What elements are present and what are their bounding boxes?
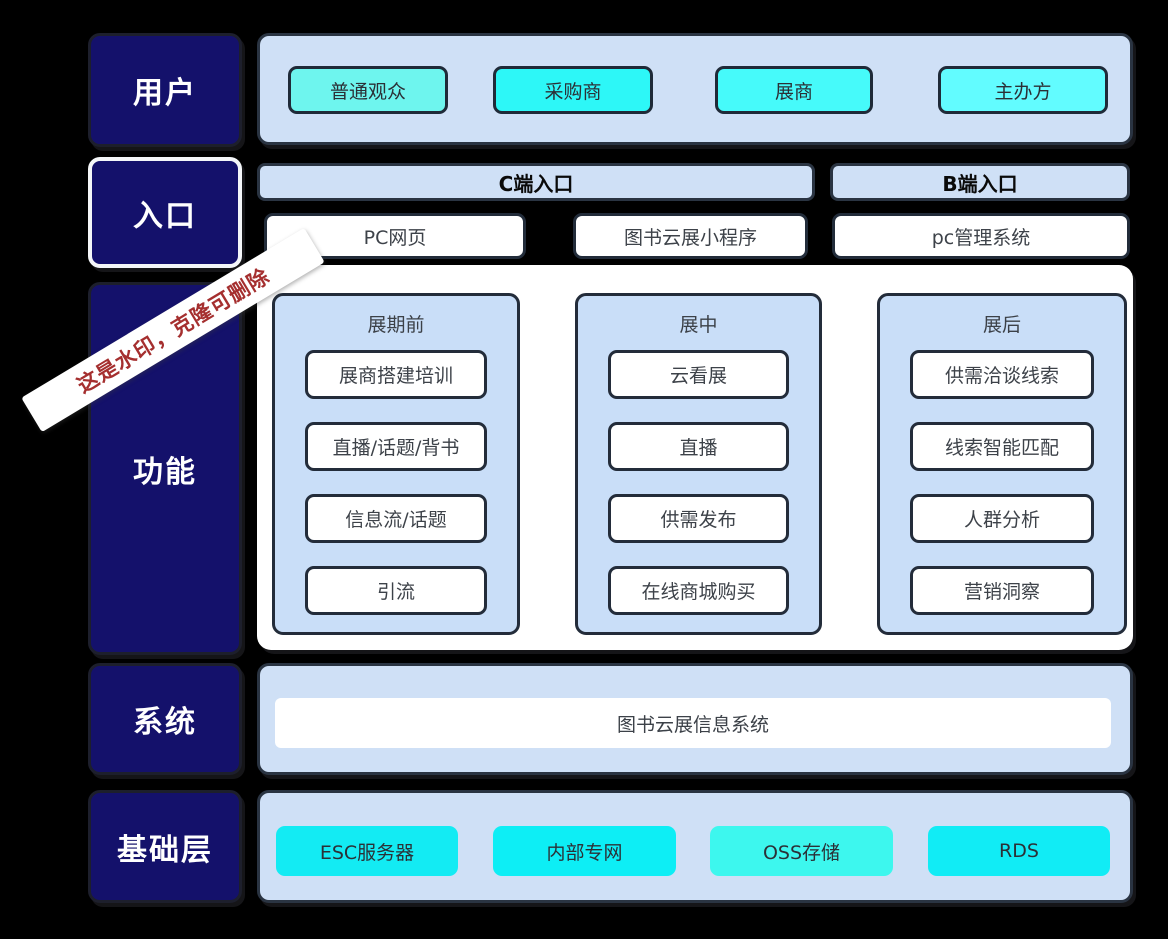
rail-label-entry: 入口	[133, 198, 197, 234]
feature-item: 云看展	[608, 350, 789, 399]
entry-c-header: C端入口	[257, 163, 815, 201]
feature-item: 线索智能匹配	[910, 422, 1094, 471]
feature-item: 供需发布	[608, 494, 789, 543]
user-type-label: 普通观众	[329, 80, 406, 103]
feature-item: 供需洽谈线索	[910, 350, 1094, 399]
rail-label-system: 系统	[133, 705, 197, 740]
entry-box-label: pc管理系统	[931, 226, 1031, 249]
infra-box-private-network: 内部专网	[493, 826, 676, 876]
user-type-box-audience: 普通观众	[288, 66, 448, 114]
feature-item: 引流	[305, 566, 487, 615]
feature-column-title: 展期前	[367, 314, 425, 336]
rail-block-base: 基础层	[88, 790, 242, 903]
user-type-box-exhibitor: 展商	[715, 66, 873, 114]
feature-item: 直播/话题/背书	[305, 422, 487, 471]
infra-box-rds: RDS	[928, 826, 1110, 876]
users-panel: 普通观众 采购商 展商 主办方	[257, 33, 1133, 145]
entry-box-label: PC网页	[363, 226, 427, 249]
feature-column-title: 展中	[679, 314, 718, 336]
user-type-box-organizer: 主办方	[938, 66, 1108, 114]
feature-column-title: 展后	[982, 314, 1021, 336]
entry-box-pc-admin: pc管理系统	[832, 213, 1130, 259]
base-layer-panel: ESC服务器 内部专网 OSS存储 RDS	[257, 790, 1133, 903]
user-type-label: 展商	[774, 80, 813, 103]
rail-block-entry: 入口	[88, 157, 242, 268]
feature-column-post-show: 展后 供需洽谈线索 线索智能匹配 人群分析 营销洞察	[877, 293, 1127, 635]
feature-item: 展商搭建培训	[305, 350, 487, 399]
feature-item: 直播	[608, 422, 789, 471]
rail-label-users: 用户	[133, 76, 197, 111]
feature-column-pre-show: 展期前 展商搭建培训 直播/话题/背书 信息流/话题 引流	[272, 293, 520, 635]
rail-label-base: 基础层	[117, 832, 213, 868]
user-type-box-buyer: 采购商	[493, 66, 653, 114]
infra-box-esc-server: ESC服务器	[276, 826, 458, 876]
rail-block-users: 用户	[88, 33, 242, 147]
entry-c-header-label: C端入口	[498, 171, 574, 196]
system-panel: 图书云展信息系统	[257, 663, 1133, 775]
user-type-label: 采购商	[544, 80, 602, 103]
rail-label-features: 功能	[133, 454, 197, 490]
rail-block-system: 系统	[88, 663, 242, 775]
infra-box-oss-storage: OSS存储	[710, 826, 893, 876]
entry-b-header: B端入口	[830, 163, 1130, 201]
feature-item: 人群分析	[910, 494, 1094, 543]
feature-column-during-show: 展中 云看展 直播 供需发布 在线商城购买	[575, 293, 822, 635]
feature-item: 在线商城购买	[608, 566, 789, 615]
infra-box-label: RDS	[999, 840, 1039, 862]
system-box-label: 图书云展信息系统	[616, 713, 769, 736]
entry-box-label: 图书云展小程序	[623, 226, 757, 249]
feature-item: 营销洞察	[910, 566, 1094, 615]
infra-box-label: ESC服务器	[319, 841, 415, 864]
entry-b-header-label: B端入口	[942, 171, 1018, 196]
feature-item: 信息流/话题	[305, 494, 487, 543]
user-type-label: 主办方	[994, 80, 1052, 103]
infra-box-label: OSS存储	[762, 841, 841, 864]
system-box: 图书云展信息系统	[275, 698, 1111, 748]
infra-box-label: 内部专网	[546, 841, 623, 864]
entry-box-miniprogram: 图书云展小程序	[573, 213, 808, 259]
